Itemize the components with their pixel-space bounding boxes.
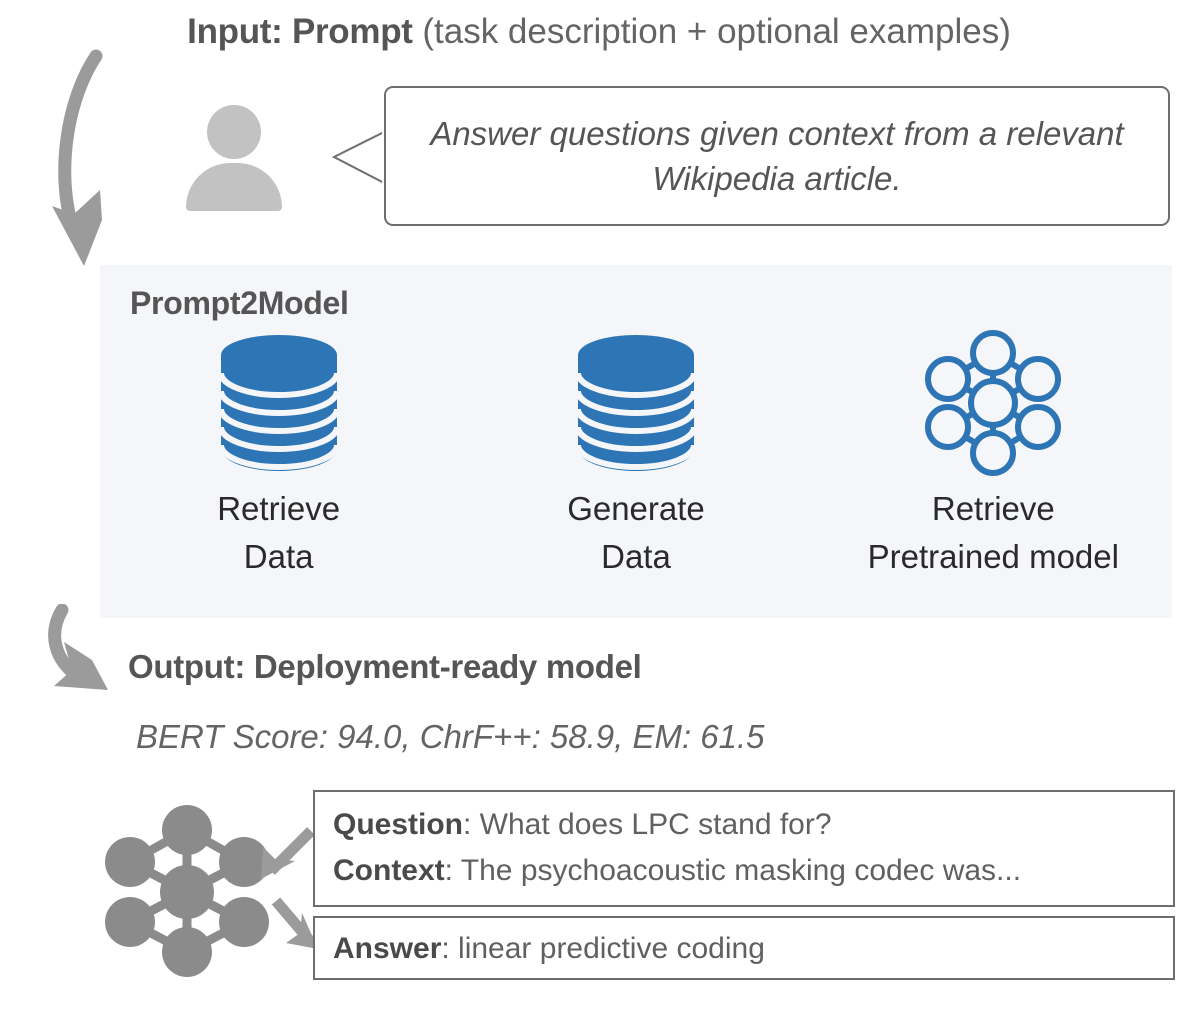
context-label: Context — [333, 854, 445, 887]
answer-label: Answer — [333, 932, 442, 965]
context-value: : The psychoacoustic masking codec was..… — [444, 854, 1022, 887]
curved-down-right-arrow-icon — [34, 603, 160, 714]
person-body-icon — [186, 163, 282, 211]
question-value: : What does LPC stand for? — [463, 808, 832, 841]
page-title-rest: (task description + optional examples) — [412, 12, 1011, 51]
answer-box: Answer: linear predictive coding — [313, 916, 1175, 980]
prompt-bubble-text: Answer questions given context from a re… — [430, 115, 1124, 197]
database-stack-icon — [213, 331, 345, 475]
panel-column-generate-data[interactable]: Generate Data — [457, 331, 814, 616]
prompt2model-panel: Prompt2Model — [100, 265, 1172, 618]
person-icon — [186, 105, 282, 227]
panel-column-retrieve-data[interactable]: Retrieve Data — [100, 331, 457, 616]
answer-line: Answer: linear predictive coding — [333, 926, 1155, 972]
panel-column-label: Generate Data — [567, 490, 705, 575]
curved-down-arrow-icon — [38, 48, 168, 278]
page-title: Input: Prompt (task description + option… — [0, 10, 1198, 54]
panel-column-retrieve-pretrained-model[interactable]: Retrieve Pretrained model — [815, 330, 1172, 616]
prompt-speech-bubble: Answer questions given context from a re… — [331, 86, 1170, 226]
output-metrics: BERT Score: 94.0, ChrF++: 58.9, EM: 61.5 — [136, 718, 765, 755]
neural-network-icon — [918, 330, 1068, 476]
panel-column-label: Retrieve Pretrained model — [867, 490, 1119, 575]
prompt-bubble-box: Answer questions given context from a re… — [384, 86, 1170, 226]
diagonal-arrow-down-left-icon — [255, 825, 317, 887]
context-line: Context: The psychoacoustic masking code… — [333, 848, 1155, 894]
prompt2model-title: Prompt2Model — [130, 285, 349, 321]
diagonal-arrow-down-right-icon — [262, 893, 324, 955]
database-stack-icon — [570, 331, 702, 475]
prompt2model-columns: Retrieve Data — [100, 330, 1172, 616]
neural-network-icon — [92, 800, 282, 980]
person-head-icon — [207, 105, 261, 159]
output-heading: Output: Deployment-ready model — [128, 648, 642, 685]
question-line: Question: What does LPC stand for? — [333, 802, 1155, 848]
speech-bubble-tail-icon — [320, 128, 392, 188]
panel-column-label: Retrieve Data — [217, 490, 341, 575]
question-label: Question — [333, 808, 464, 841]
page-title-bold: Input: Prompt — [187, 12, 413, 51]
answer-value: : linear predictive coding — [441, 932, 765, 965]
question-context-box: Question: What does LPC stand for? Conte… — [313, 790, 1175, 907]
